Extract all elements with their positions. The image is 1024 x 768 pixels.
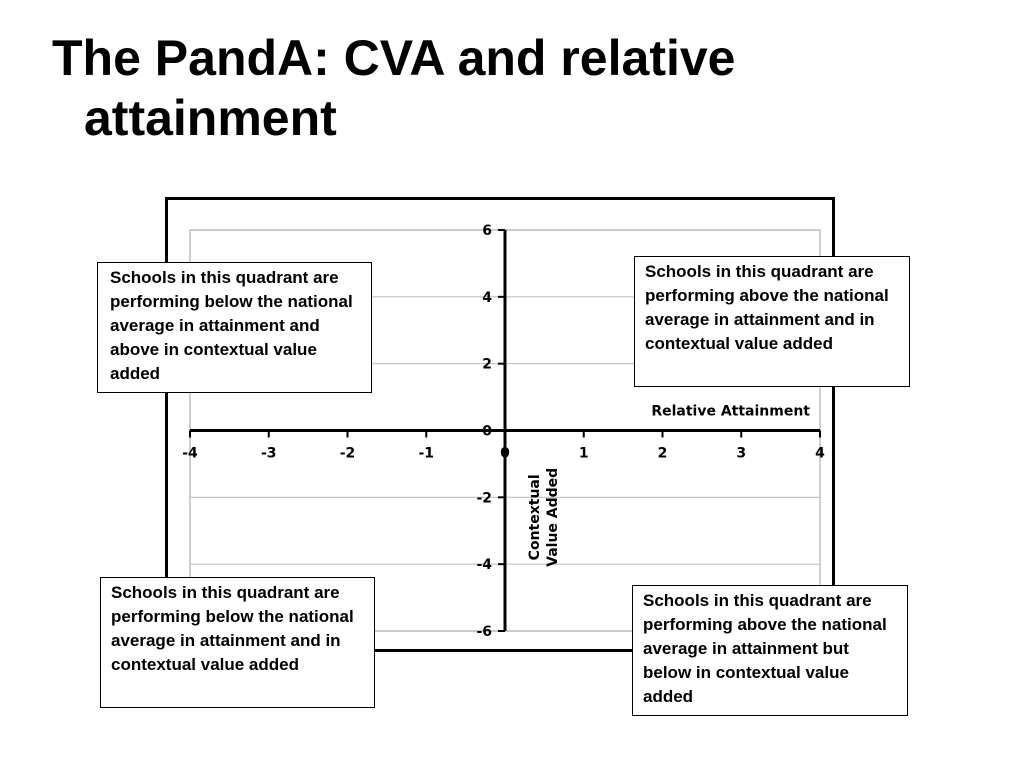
y-tick-label: -4 xyxy=(476,557,492,573)
x-tick-label: -2 xyxy=(340,446,356,462)
slide-title: The PandA: CVA and relative attainment xyxy=(52,28,952,148)
y-axis-title-line: Value Added xyxy=(545,468,561,567)
x-tick-label: 3 xyxy=(736,446,746,462)
quadrant-chart: -4 -3 -2 -1 0 1 2 3 4 6 4 2 0 -2 -4 -6 Relative Attainme… xyxy=(182,223,825,640)
x-tick-label: 1 xyxy=(579,446,589,462)
x-tick-label: 0 xyxy=(500,446,510,462)
x-tick-label: 4 xyxy=(815,446,825,462)
slide-title-line-1: The PandA: CVA and relative xyxy=(52,30,736,86)
callout-bottom-left: Schools in this quadrant are performing … xyxy=(100,577,375,708)
y-axis-title-line: Contextual xyxy=(527,474,543,560)
x-axis-title: Relative Attainment xyxy=(651,404,810,420)
x-tick-label: 2 xyxy=(658,446,668,462)
x-tick-label: -3 xyxy=(261,446,277,462)
y-tick-label: 2 xyxy=(482,357,492,373)
y-tick-label: 4 xyxy=(482,290,492,306)
y-tick-label: -6 xyxy=(476,624,492,640)
slide-title-line-2: attainment xyxy=(84,90,337,146)
callout-top-left: Schools in this quadrant are performing … xyxy=(97,262,372,393)
callout-top-right: Schools in this quadrant are performing … xyxy=(634,256,910,387)
x-tick-label: -4 xyxy=(182,446,198,462)
y-tick-label: 6 xyxy=(482,223,492,239)
y-tick-label: -2 xyxy=(476,490,492,506)
callout-bottom-right: Schools in this quadrant are performing … xyxy=(632,585,908,716)
y-tick-label: 0 xyxy=(482,424,492,440)
x-tick-label: -1 xyxy=(418,446,434,462)
